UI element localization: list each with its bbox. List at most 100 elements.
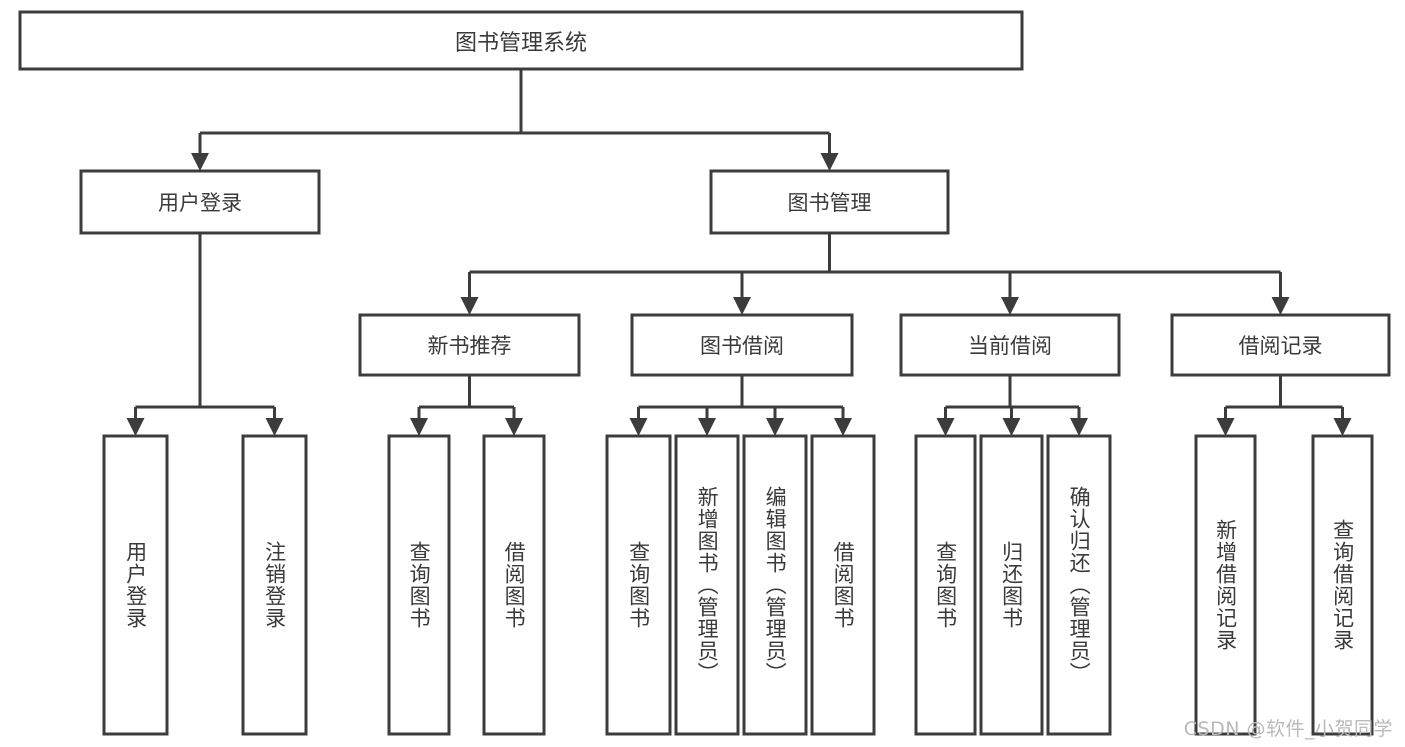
connector-group-root (191, 69, 839, 171)
node-leaf-add-book-box[interactable] (674, 434, 740, 736)
node-borrow-record-label: 借阅记录 (1238, 334, 1323, 358)
node-leaf-confirm-return-box[interactable] (1046, 434, 1112, 736)
node-leaf-query-book-3-text-wrap: 查询图书 (933, 541, 958, 629)
node-leaf-query-book-1-label: 查询图书 (407, 541, 432, 629)
node-current-borrow-text-wrap: 当前借阅 (968, 334, 1052, 358)
node-leaf-query-record-box[interactable] (1311, 434, 1374, 736)
node-leaf-add-book-text-wrap: 新增图书（管理员） (695, 486, 719, 684)
node-leaf-query-book-1[interactable]: 查询图书 (387, 434, 451, 736)
arrow-head-icon (733, 297, 751, 315)
node-book-manage[interactable]: 图书管理 (709, 169, 950, 235)
arrow-head-icon (1070, 418, 1088, 436)
arrow-head-icon (698, 418, 716, 436)
node-book-manage-text-wrap: 图书管理 (787, 191, 872, 215)
node-leaf-borrow-book-2-label: 借阅图书 (831, 541, 856, 629)
node-book-borrow[interactable]: 图书借阅 (630, 313, 854, 377)
node-leaf-query-book-2-box[interactable] (605, 434, 672, 736)
node-leaf-logout-text-wrap: 注销登录 (263, 541, 287, 629)
arrow-head-icon (834, 418, 852, 436)
node-book-borrow-text-wrap: 图书借阅 (700, 334, 784, 358)
arrow-head-icon (1001, 297, 1019, 315)
node-borrow-record[interactable]: 借阅记录 (1170, 313, 1391, 377)
node-leaf-user-login-box[interactable] (102, 434, 169, 736)
connector-group-new-book-recommend (410, 375, 523, 436)
node-leaf-borrow-book-2-box[interactable] (810, 434, 876, 736)
node-leaf-query-book-3[interactable]: 查询图书 (914, 434, 977, 736)
node-leaf-query-book-2[interactable]: 查询图书 (605, 434, 672, 736)
connector-group-borrow-record (1216, 375, 1352, 436)
node-root-system[interactable]: 图书管理系统 (18, 10, 1024, 71)
node-leaf-query-record[interactable]: 查询借阅记录 (1311, 434, 1374, 736)
node-leaf-user-login-text-wrap: 用户登录 (124, 541, 148, 629)
node-book-manage-box[interactable] (709, 169, 950, 235)
node-leaf-borrow-book-1-label: 借阅图书 (502, 541, 527, 629)
node-leaf-logout[interactable]: 注销登录 (241, 434, 308, 736)
node-leaf-return-book-box[interactable] (979, 434, 1044, 736)
node-book-borrow-label: 图书借阅 (700, 334, 784, 358)
node-leaf-query-book-3-box[interactable] (914, 434, 977, 736)
connector-group-user-login (126, 233, 284, 436)
arrow-head-icon (505, 418, 523, 436)
node-user-login-text-wrap: 用户登录 (158, 191, 242, 215)
node-leaf-query-book-2-text-wrap: 查询图书 (627, 541, 651, 629)
node-leaf-query-book-1-box[interactable] (387, 434, 451, 736)
node-book-manage-label: 图书管理 (787, 191, 872, 215)
node-borrow-record-text-wrap: 借阅记录 (1238, 334, 1323, 358)
node-root-system-text-wrap: 图书管理系统 (454, 30, 587, 56)
node-leaf-add-record-label: 新增借阅记录 (1213, 519, 1238, 651)
node-user-login-label: 用户登录 (158, 191, 242, 215)
node-leaf-return-book-text-wrap: 归还图书 (999, 541, 1024, 629)
arrow-head-icon (936, 418, 955, 436)
node-leaf-user-login[interactable]: 用户登录 (102, 434, 169, 736)
node-leaf-query-record-label: 查询借阅记录 (1330, 519, 1355, 651)
node-leaf-borrow-book-1-box[interactable] (482, 434, 546, 736)
node-leaf-edit-book-box[interactable] (742, 434, 808, 736)
node-root-system-box[interactable] (18, 10, 1024, 71)
arrow-head-icon (191, 153, 209, 171)
node-leaf-query-book-3-label: 查询图书 (933, 541, 958, 629)
node-new-book-recommend-box[interactable] (358, 313, 581, 377)
node-book-borrow-box[interactable] (630, 313, 854, 377)
node-leaf-confirm-return-label: 确认归还（管理员） (1067, 486, 1092, 684)
arrow-head-icon (1216, 418, 1235, 436)
node-root-system-label: 图书管理系统 (454, 30, 587, 56)
connector-layer (126, 69, 1352, 436)
node-leaf-return-book-label: 归还图书 (999, 541, 1024, 629)
node-leaf-query-book-1-text-wrap: 查询图书 (407, 541, 432, 629)
node-leaf-borrow-book-1[interactable]: 借阅图书 (482, 434, 546, 736)
arrow-head-icon (820, 153, 839, 171)
node-borrow-record-box[interactable] (1170, 313, 1391, 377)
node-leaf-edit-book[interactable]: 编辑图书（管理员） (742, 434, 808, 736)
node-leaf-confirm-return[interactable]: 确认归还（管理员） (1046, 434, 1112, 736)
node-leaf-add-record-text-wrap: 新增借阅记录 (1213, 519, 1238, 651)
node-leaf-add-record[interactable]: 新增借阅记录 (1194, 434, 1257, 736)
arrow-head-icon (410, 418, 428, 436)
node-leaf-confirm-return-text-wrap: 确认归还（管理员） (1067, 486, 1092, 684)
node-leaf-borrow-book-2-text-wrap: 借阅图书 (831, 541, 856, 629)
node-user-login-box[interactable] (79, 169, 321, 235)
node-leaf-borrow-book-1-text-wrap: 借阅图书 (502, 541, 527, 629)
node-leaf-borrow-book-2[interactable]: 借阅图书 (810, 434, 876, 736)
node-current-borrow-box[interactable] (899, 313, 1121, 377)
arrow-head-icon (265, 418, 284, 436)
arrow-head-icon (1002, 418, 1021, 436)
arrow-head-icon (629, 418, 648, 436)
connector-group-book-borrow (629, 375, 852, 436)
connector-group-current-borrow (936, 375, 1088, 436)
node-leaf-logout-box[interactable] (241, 434, 308, 736)
connector-group-book-manage (460, 233, 1290, 315)
node-leaf-return-book[interactable]: 归还图书 (979, 434, 1044, 736)
arrow-head-icon (126, 418, 145, 436)
node-leaf-add-record-box[interactable] (1194, 434, 1257, 736)
node-new-book-recommend-text-wrap: 新书推荐 (428, 334, 512, 358)
arrow-head-icon (1271, 297, 1290, 315)
node-current-borrow[interactable]: 当前借阅 (899, 313, 1121, 377)
node-new-book-recommend[interactable]: 新书推荐 (358, 313, 581, 377)
arrow-head-icon (460, 297, 479, 315)
node-leaf-add-book[interactable]: 新增图书（管理员） (674, 434, 740, 736)
node-layer: 图书管理系统用户登录图书管理新书推荐图书借阅当前借阅借阅记录用户登录注销登录查询… (18, 10, 1391, 736)
node-user-login[interactable]: 用户登录 (79, 169, 321, 235)
node-leaf-query-record-text-wrap: 查询借阅记录 (1330, 519, 1355, 651)
